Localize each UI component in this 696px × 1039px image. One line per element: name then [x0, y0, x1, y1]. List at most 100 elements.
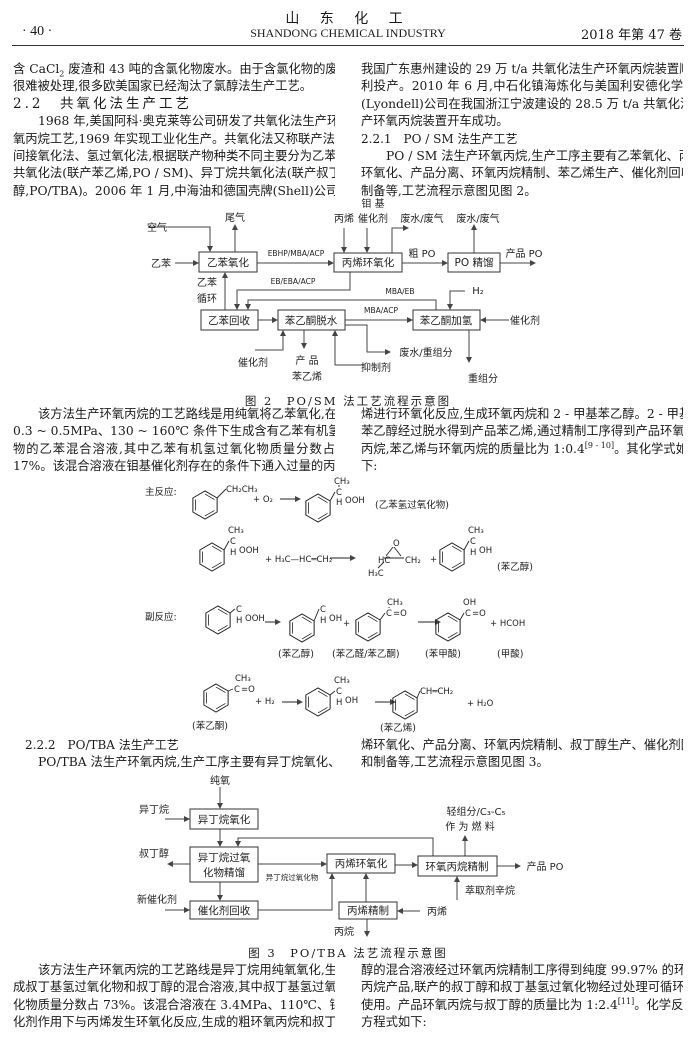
formula-text: C	[386, 609, 392, 619]
text-line: 苯乙醇经过脱水得到产品苯乙烯,通过精制工序得到产品环氧	[361, 424, 683, 439]
text-line: 化剂作用下与丙烯发生环氧化反应,生成的粗环氧丙烷和叔丁	[13, 1015, 335, 1030]
formula-text: CH₃	[387, 598, 403, 608]
formula-text: + O₂	[253, 495, 273, 505]
box-epoxidation	[333, 252, 403, 273]
volume-info: 2018 年第 47 卷	[580, 28, 682, 43]
double-bond	[301, 633, 312, 640]
double-bond	[447, 632, 458, 639]
label-h2: H₂	[472, 286, 484, 297]
box-label: 苯乙酮加氢	[420, 314, 473, 327]
bond	[313, 608, 320, 622]
journal-title-en: SHANDONG CHEMICAL INDUSTRY	[250, 26, 446, 40]
text-line: 该方法生产环氧丙烷的工艺路线是用纯氧将乙苯氧化,在	[38, 407, 335, 421]
left-column-block-3: 2.2.2 PO/TBA 法生产工艺 PO/TBA 法生产环氧丙烷,生产工序主要…	[13, 737, 335, 772]
label-isobutane: 异丁烷	[139, 803, 169, 816]
label-propylene: 丙烯	[427, 905, 447, 918]
text-line: 化物质量分数占 73%。该混合溶液在 3.4MPa、110℃、钼基催	[13, 997, 335, 1012]
formula-text: + H₂	[255, 697, 275, 707]
box-hydrogenation	[412, 309, 481, 331]
right-column-block-4: 醇的混合溶液经过环氧丙烷精制工序得到纯度 99.97% 的环氧 丙烷产品,联产的…	[361, 962, 683, 1032]
stream-label: MBA/ACP	[364, 306, 399, 315]
compound-name: (苯乙烯)	[380, 722, 416, 734]
formula-text: H	[336, 498, 342, 508]
box-epoxidation	[326, 853, 396, 874]
box-label: 环氧丙烷精制	[426, 860, 489, 873]
label-tail-gas: 尾气	[225, 211, 245, 224]
formula-text: + H₃C—HC═CH₂	[265, 555, 332, 565]
label-side-reaction: 副反应:	[145, 611, 177, 623]
formula-text: C	[470, 537, 476, 547]
section-heading-2-2: 2.2 共氧化法生产工艺	[13, 95, 192, 112]
benzene-ring-icon	[355, 612, 381, 642]
text-line: 下:	[361, 459, 378, 474]
label-propylene: 丙烯	[334, 212, 354, 225]
text-line: 利投产。2010 年 6 月,中石化镇海炼化与美国利安德化学	[361, 79, 683, 94]
double-bond	[317, 707, 328, 714]
label-crude-po: 粗 PO	[408, 248, 435, 260]
double-bond	[215, 686, 226, 693]
bond	[329, 690, 336, 696]
box-peroxide-distill	[189, 846, 259, 883]
benzene-ring-icon	[435, 612, 461, 642]
formula-text: H	[320, 616, 326, 626]
label-air: 空气	[147, 221, 167, 234]
benzene-ring-icon	[205, 605, 231, 635]
text-line: 产环氧丙烷装置开车成功。	[361, 114, 509, 129]
page-number: · 40 ·	[22, 24, 53, 39]
formula-text: H	[470, 548, 476, 558]
text-line: 共氧化法(联产苯乙烯,PO / SM)、异丁烷共氧化法(联产叔丁	[13, 166, 335, 181]
benzene-ring-icon	[392, 690, 418, 720]
formula-text: OH	[345, 696, 358, 706]
label-mo-catalyst: 钼 基	[361, 197, 384, 210]
formula-text: CH₂	[405, 556, 421, 566]
formula-text: OH	[329, 614, 342, 624]
box-propylene-refine	[338, 901, 398, 920]
text-line: 17%。该混合溶液在钼基催化剂存在的条件下通入过量的丙	[13, 459, 335, 474]
flow-waste-heavy	[345, 324, 391, 355]
formula-text: CH₃	[334, 676, 350, 686]
double-bond	[217, 625, 228, 632]
figure-3-flowchart: 异丁烷氧化 异丁烷过氧 化物精馏 丙烯环氧化 环氧丙烷精制 催化剂回收 丙烯精制…	[137, 774, 564, 938]
text-line: 使用。产品环氧丙烷与叔丁醇的质量比为 1:2.4[11]。化学反应	[361, 996, 683, 1012]
text-line: (Lyondell)公司在我国浙江宁波建设的 28.5 万 t/a 共氧化法生	[361, 96, 683, 111]
stream-label: MBA/EB	[385, 287, 414, 296]
formula-text: OOH	[239, 546, 259, 556]
label-waste: 废水/废气	[400, 212, 443, 225]
double-bond	[211, 562, 222, 569]
left-column-block-2: 该方法生产环氧丙烷的工艺路线是用纯氧将乙苯氧化,在 0.3 ~ 0.5MPa、1…	[13, 406, 335, 476]
flow-recycle	[235, 837, 434, 856]
text-line: 0.3 ~ 0.5MPa、130 ~ 160℃ 条件下生成含有乙苯有机氢过氧化	[13, 424, 335, 439]
text-line: 丙烷产品,联产的叔丁醇和叔丁基氢过氧化物经过处理可循环	[361, 980, 683, 995]
box-label: 丙烯环氧化	[335, 857, 388, 870]
double-bond	[404, 693, 415, 700]
benzene-ring-icon	[203, 683, 229, 713]
formula-text: CH═CH₂	[420, 687, 453, 697]
box-label: 苯乙酮脱水	[285, 314, 338, 327]
double-bond	[317, 496, 328, 503]
label-propane: 丙烷	[334, 925, 354, 938]
bond	[227, 688, 234, 692]
compound-name: (苯甲酸)	[425, 648, 461, 660]
formula-text: C	[320, 605, 326, 615]
figure-2-caption: 图 2 PO/SM 法工艺流程示意图	[244, 394, 452, 408]
text-line: 氧丙烷工艺,1969 年实现工业化生产。共氧化法又称联产法、	[13, 131, 335, 146]
box-catalyst-recovery	[189, 900, 259, 920]
label-catalyst: 催化剂	[238, 356, 268, 369]
figure-3-caption: 图 3 PO/TBA 法艺流程示意图	[248, 946, 448, 960]
bond	[329, 491, 336, 502]
label-extractant: 萃取剂辛烷	[465, 884, 515, 897]
formula-text: C	[465, 609, 471, 619]
box-label: 乙苯回收	[208, 314, 250, 327]
stream-label: EB/EBA/ACP	[271, 277, 316, 286]
double-bond	[215, 703, 226, 710]
formula-text: OH	[463, 598, 476, 608]
flow-catalyst-to-epox	[258, 873, 335, 911]
label-product-po: 产品 PO	[505, 247, 542, 260]
bond	[385, 546, 394, 557]
label-product-po: 产品 PO	[526, 860, 563, 873]
benzene-ring-icon	[192, 490, 218, 520]
label-main-reaction: 主反应:	[145, 486, 177, 498]
formula-text: OH	[479, 546, 492, 556]
flow-h2	[447, 290, 465, 310]
label-catalyst: 催化剂	[510, 314, 540, 327]
